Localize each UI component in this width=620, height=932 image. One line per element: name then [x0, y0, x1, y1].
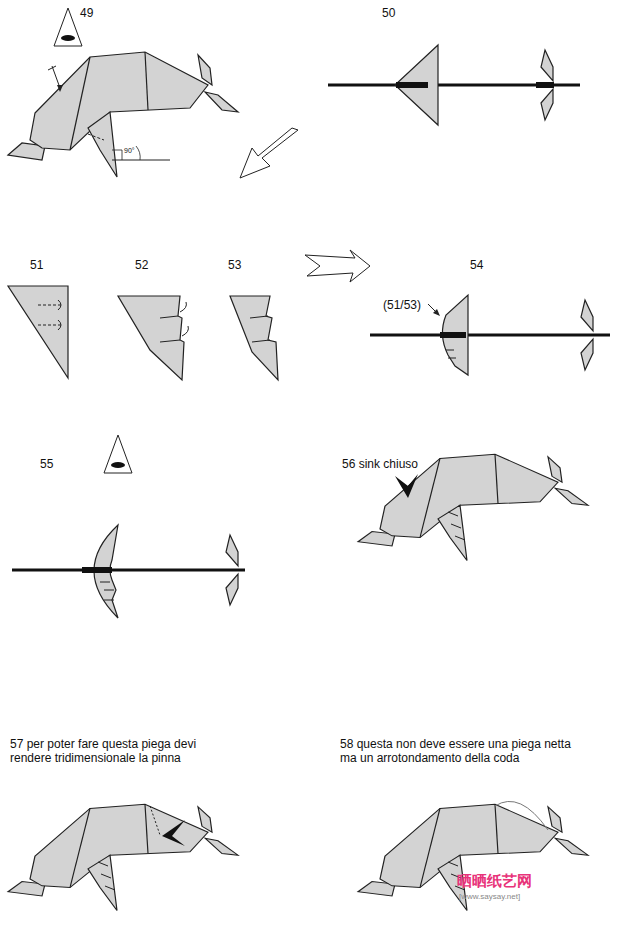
step-number: 55: [40, 457, 53, 471]
step-number: 54: [470, 258, 483, 272]
step-instruction: 56 sink chiuso: [342, 457, 418, 471]
step-number: 52: [135, 258, 148, 272]
step-number: 53: [228, 258, 241, 272]
reference-note: (51/53): [383, 298, 421, 312]
step-number: 49: [80, 6, 93, 20]
step-instruction: 57 per poter fare questa piega devi rend…: [10, 737, 200, 765]
step-number: 50: [382, 6, 395, 20]
watermark: 晒晒纸艺网: [457, 872, 532, 889]
step-number: 51: [30, 258, 43, 272]
angle-label: 90°: [124, 146, 135, 155]
watermark: [www.saysay.net]: [459, 892, 520, 902]
step-instruction: 58 questa non deve essere una piega nett…: [340, 737, 590, 765]
